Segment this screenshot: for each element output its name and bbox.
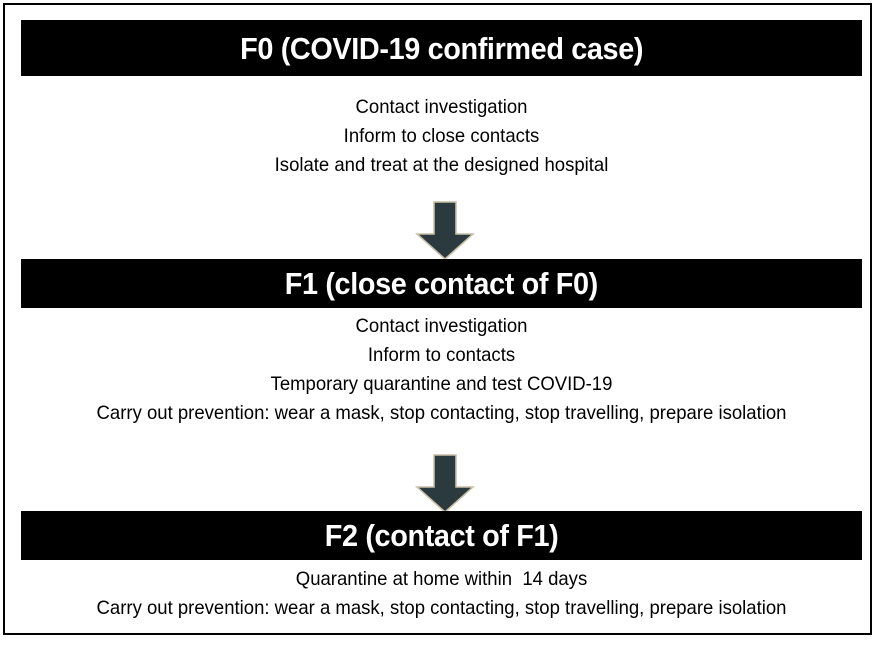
stage-f0-line-2: Inform to close contacts: [343, 125, 540, 147]
stage-f2-line-1: Quarantine at home within 14 days: [295, 568, 588, 590]
arrow-down-icon: [415, 454, 475, 514]
stage-f1-line-2: Inform to contacts: [367, 344, 516, 366]
stage-header-f1-label: F1 (close contact of F0): [284, 266, 599, 301]
stage-body-f1: Contact investigation Inform to contacts…: [21, 312, 862, 428]
diagram-frame: F0 (COVID-19 confirmed case) Contact inv…: [3, 3, 872, 635]
stage-body-f0: Contact investigation Inform to close co…: [21, 93, 862, 180]
stage-header-f0: F0 (COVID-19 confirmed case): [21, 20, 862, 76]
stage-f1-line-3: Temporary quarantine and test COVID-19: [270, 373, 613, 395]
stage-f0-line-1: Contact investigation: [355, 96, 528, 118]
stage-header-f2: F2 (contact of F1): [21, 511, 862, 560]
arrow-f0-to-f1: [415, 201, 475, 261]
stage-f0-line-3: Isolate and treat at the designed hospit…: [274, 154, 609, 176]
arrow-f1-to-f2: [415, 454, 475, 514]
stage-header-f0-label: F0 (COVID-19 confirmed case): [240, 30, 643, 66]
stage-header-f1: F1 (close contact of F0): [21, 259, 862, 308]
stage-header-f2-label: F2 (contact of F1): [324, 518, 559, 553]
stage-body-f2: Quarantine at home within 14 days Carry …: [21, 565, 862, 623]
stage-f1-line-1: Contact investigation: [355, 315, 528, 337]
stage-f2-line-2: Carry out prevention: wear a mask, stop …: [96, 597, 787, 619]
arrow-down-icon: [415, 201, 475, 261]
stage-f1-line-4: Carry out prevention: wear a mask, stop …: [96, 402, 787, 424]
